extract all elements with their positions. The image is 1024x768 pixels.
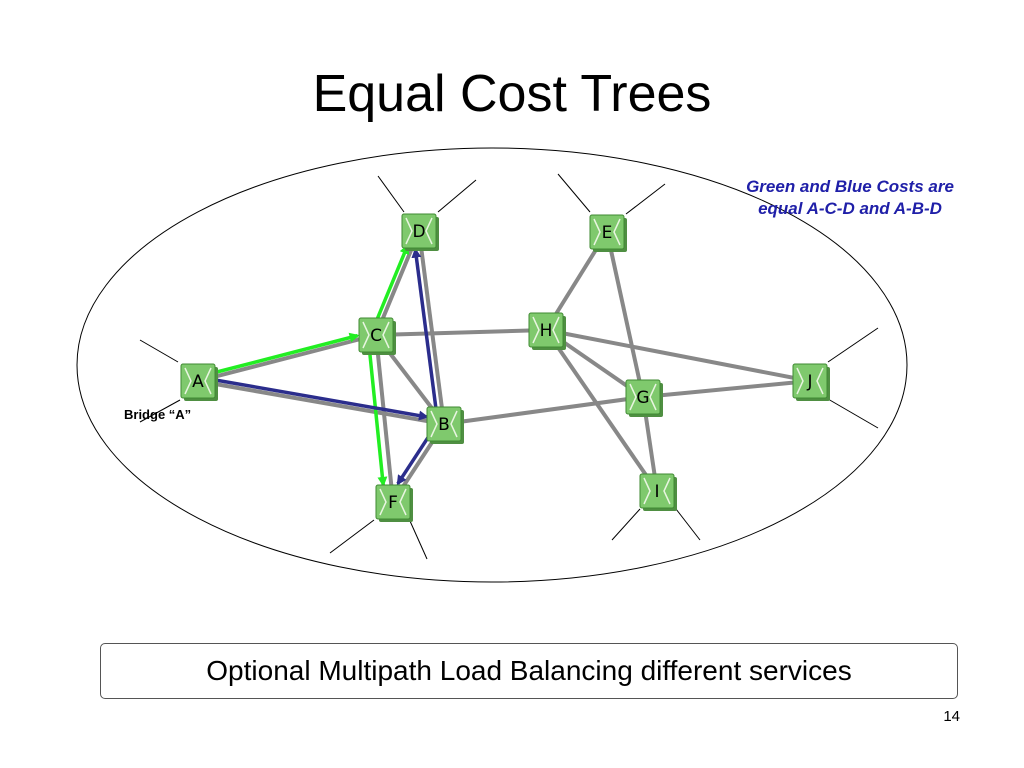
bridge-label: B: [438, 415, 450, 435]
green-tree-arrow-c-d: [375, 243, 410, 321]
annotation-line-1: Green and Blue Costs are: [746, 177, 954, 196]
link-c-h: [375, 328, 547, 337]
network-boundary-ellipse: [76, 147, 908, 583]
green-tree-arrow-a-c: [210, 332, 360, 376]
bridge-x-mark: [796, 367, 824, 395]
stub-line-f-2: [409, 520, 428, 560]
equal-cost-trees: [210, 243, 438, 487]
bridge-c: C: [358, 317, 396, 355]
link-h-j: [545, 328, 811, 383]
bridge-x-mark: [629, 383, 657, 411]
bridge-icon: [180, 363, 216, 399]
bridge-icon: [528, 312, 564, 348]
bridge-label: G: [636, 388, 649, 408]
bridge-label: E: [602, 223, 613, 243]
bridge-label: C: [370, 326, 382, 346]
bridge-label: A: [192, 372, 204, 392]
stub-line-d-1: [377, 175, 405, 213]
slide-title: Equal Cost Trees: [312, 65, 712, 123]
link-h-i: [544, 328, 659, 493]
bridge-label: H: [540, 321, 553, 341]
bridge-b: B: [426, 406, 464, 444]
link-c-f: [374, 334, 395, 503]
page-number: 14: [943, 708, 960, 725]
blue-tree-arrow-b-f: [396, 431, 433, 486]
bridge-d: D: [401, 213, 439, 251]
stub-line-e-1: [557, 173, 591, 213]
bridge-nodes: D E C H A G J B I F: [180, 213, 830, 522]
stub-line-i-2: [675, 508, 701, 541]
bridge-e: E: [589, 214, 627, 252]
bridge-h: H: [528, 312, 566, 350]
bridge-label: J: [806, 372, 812, 392]
stub-line-f-1: [329, 519, 375, 554]
bridge-x-mark: [405, 217, 433, 245]
caption-box: Optional Multipath Load Balancing differ…: [100, 643, 958, 699]
cost-annotation: Green and Blue Costs are equal A-C-D and…: [690, 176, 1010, 220]
bridge-x-mark: [379, 488, 407, 516]
bridge-f: F: [375, 484, 413, 522]
stub-line-a-2: [139, 399, 181, 423]
bridge-x-mark: [643, 477, 671, 505]
link-e-g: [605, 231, 645, 398]
bridge-icon: [589, 214, 625, 250]
stub-line-j-1: [827, 327, 879, 363]
stub-line-a-1: [139, 339, 179, 363]
blue-tree-arrow-b-d: [411, 247, 438, 412]
bridge-x-mark: [593, 218, 621, 246]
link-g-j: [642, 379, 811, 399]
bridge-label: I: [654, 482, 659, 502]
bridge-icon: [625, 379, 661, 415]
link-b-g: [443, 395, 644, 426]
stub-line-i-1: [611, 508, 641, 541]
stub-line-d-2: [437, 179, 477, 213]
bridge-g: G: [625, 379, 663, 417]
edge-stub-lines: [139, 173, 879, 560]
bridge-icon: [375, 484, 411, 520]
bridge-x-mark: [532, 316, 560, 344]
stub-line-j-2: [827, 398, 879, 429]
bridge-x-mark: [184, 367, 212, 395]
blue-tree-arrow-a-b: [212, 377, 429, 421]
bridge-icon: [358, 317, 394, 353]
network-links: [197, 230, 811, 504]
bridge-x-mark: [430, 410, 458, 438]
bridge-icon: [792, 363, 828, 399]
bridge-x-mark: [362, 321, 390, 349]
bridge-icon: [426, 406, 462, 442]
link-d-b: [417, 230, 446, 425]
bridge-a: A: [180, 363, 218, 401]
bridge-i: I: [639, 473, 677, 511]
bridge-j: J: [792, 363, 830, 401]
bridge-label: F: [388, 493, 398, 513]
annotation-line-2: equal A-C-D and A-B-D: [758, 199, 942, 218]
link-a-c: [197, 333, 377, 383]
bridge-a-label: Bridge “A”: [124, 407, 192, 422]
bridge-label: D: [412, 222, 425, 242]
caption-text: Optional Multipath Load Balancing differ…: [206, 655, 852, 686]
bridge-icon: [401, 213, 437, 249]
green-tree-arrow-c-f: [367, 349, 388, 487]
bridge-icon: [639, 473, 675, 509]
stub-line-e-2: [625, 183, 666, 215]
link-a-b: [197, 379, 445, 426]
